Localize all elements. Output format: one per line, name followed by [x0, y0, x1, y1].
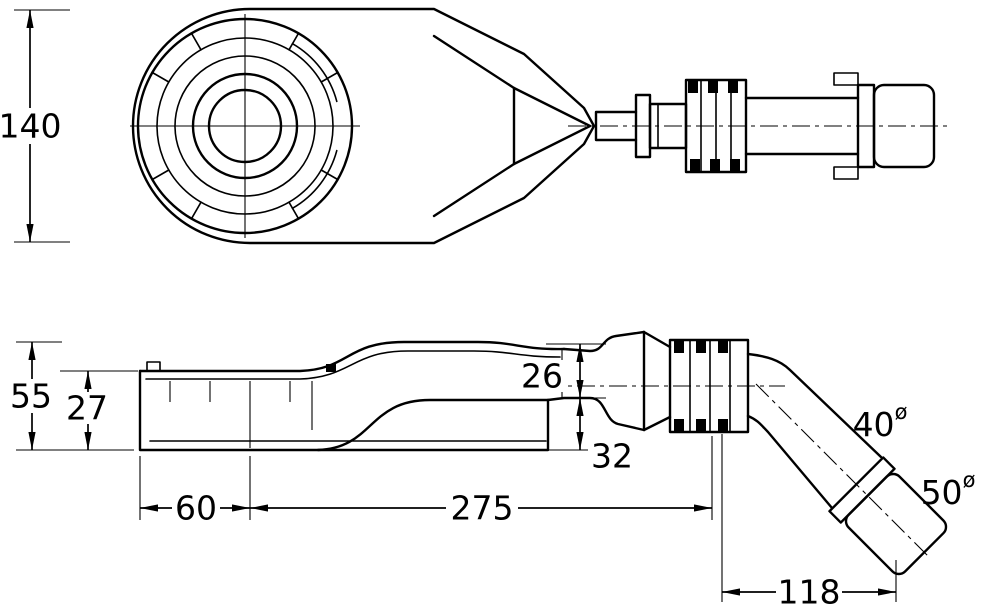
dim-55-label: 55: [10, 377, 52, 416]
dim-26: 26: [518, 343, 606, 399]
tray-details: [145, 350, 563, 448]
dim-275: 275: [250, 436, 713, 528]
dim-32-label: 32: [591, 437, 633, 476]
neck-top: [562, 330, 646, 353]
neck-bottom: [546, 396, 646, 432]
angled-outlet: [545, 352, 948, 576]
dim-32: 32: [548, 398, 636, 476]
drain-head-circles: [130, 14, 360, 238]
side-view: 55 27 26 32 60: [8, 330, 976, 610]
side-centerline-angled: [755, 383, 931, 559]
top-outlet-pipe: [568, 72, 948, 180]
outlet-funnel: [432, 34, 592, 218]
dim-26-label: 26: [521, 357, 563, 396]
dim-60: 60: [139, 456, 251, 528]
dim-55: 55: [8, 341, 134, 451]
tray-outline: [138, 369, 550, 452]
dia-50-label: 50ø: [921, 468, 976, 512]
dim-140-label: 140: [0, 107, 62, 146]
dim-140: 140: [0, 9, 70, 243]
dim-118: 118: [721, 434, 897, 610]
top-knurled-nut: [684, 78, 748, 174]
top-view: 140: [0, 7, 948, 245]
dim-27-label: 27: [66, 389, 108, 428]
dim-27: 27: [60, 370, 138, 450]
radial-ticks: [151, 32, 339, 220]
ramp-lower-edge: [316, 398, 550, 452]
tray-rim-and-hump: [138, 340, 566, 373]
dim-118-label: 118: [778, 573, 841, 610]
dim-275-label: 275: [451, 489, 514, 528]
dim-60-label: 60: [175, 489, 217, 528]
top-body-outline: [131, 7, 596, 245]
side-bell-and-nut: [642, 330, 750, 434]
dia-40-label: 40ø: [853, 400, 908, 444]
